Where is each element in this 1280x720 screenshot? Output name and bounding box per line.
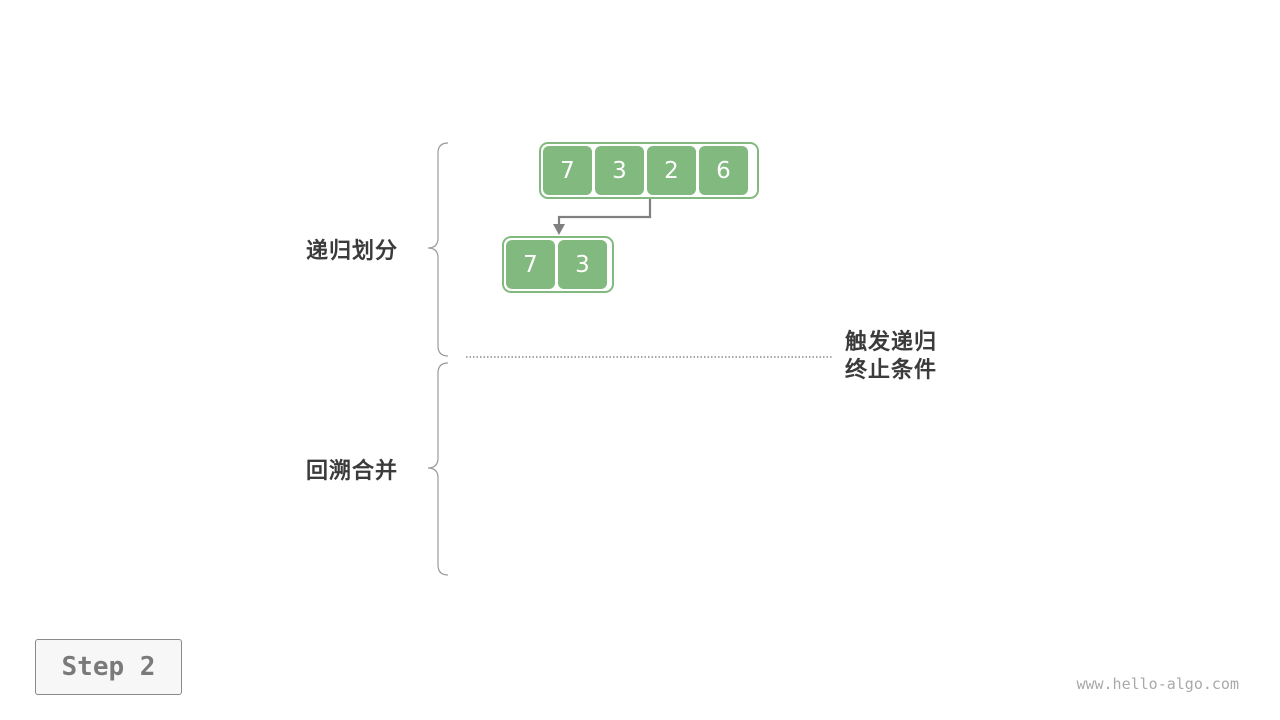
site-watermark: www.hello-algo.com [1076, 675, 1239, 693]
root-array: 7 3 2 6 [539, 142, 759, 199]
split-arrowhead-left [553, 224, 565, 235]
termination-label-line1: 触发递归 [845, 330, 938, 355]
array-cell: 3 [595, 146, 644, 195]
array-cell: 6 [699, 146, 748, 195]
array-cell: 7 [506, 240, 555, 289]
merge-phase-label: 回溯合并 [306, 459, 399, 484]
step-indicator: Step 2 [35, 639, 182, 695]
array-cell: 2 [647, 146, 696, 195]
termination-label: 触发递归 终止条件 [845, 329, 937, 385]
divide-brace [427, 142, 449, 357]
left-child-array: 7 3 [502, 236, 614, 293]
merge-brace [427, 362, 449, 576]
termination-label-line2: 终止条件 [845, 358, 938, 383]
divide-phase-label: 递归划分 [306, 239, 399, 264]
split-arrow-left [557, 198, 652, 227]
array-cell: 7 [543, 146, 592, 195]
array-cell: 3 [558, 240, 607, 289]
